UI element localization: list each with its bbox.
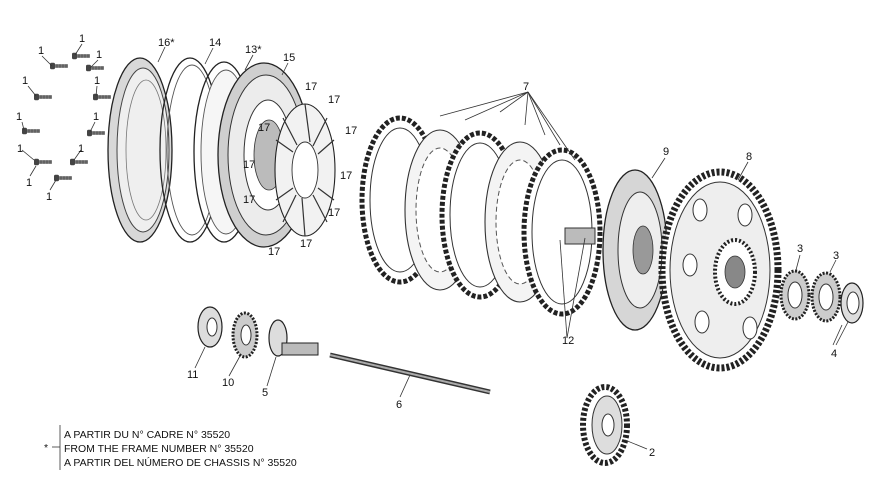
callout-1: 1 (17, 143, 23, 155)
spring-fingers (274, 103, 336, 237)
callout-12: 12 (562, 335, 574, 347)
callout-1: 1 (93, 111, 99, 123)
callout-1: 1 (16, 111, 22, 123)
callout-17: 17 (305, 81, 317, 93)
footnote-line-fr: A PARTIR DU N° CADRE N° 35520 (64, 429, 230, 441)
callout-14: 14 (209, 37, 221, 49)
leader-lines (21, 43, 849, 450)
callout-3: 3 (797, 243, 803, 255)
clutch-basket-gear (658, 168, 782, 372)
callout-11: 11 (187, 369, 198, 381)
callout-17: 17 (243, 159, 255, 171)
footnote-line-en: FROM THE FRAME NUMBER N° 35520 (64, 443, 254, 455)
callout-6: 6 (396, 399, 402, 411)
callout-17: 17 (328, 207, 340, 219)
callout-1: 1 (38, 45, 44, 57)
callout-9: 9 (663, 146, 669, 158)
callout-17: 17 (258, 122, 270, 134)
callout-17: 17 (268, 246, 280, 258)
callout-8: 8 (746, 151, 752, 163)
callout-1: 1 (96, 49, 102, 61)
callout-17: 17 (340, 170, 352, 182)
callout-13: 13* (245, 44, 262, 56)
callout-1: 1 (22, 75, 28, 87)
thrust-bearing-10 (231, 311, 259, 359)
callout-1: 1 (94, 75, 100, 87)
callout-5: 5 (262, 387, 268, 399)
callout-17: 17 (345, 125, 357, 137)
clutch-cover (107, 57, 173, 243)
callout-10: 10 (222, 377, 234, 389)
primary-gear (580, 384, 630, 466)
callout-17: 17 (243, 194, 255, 206)
callout-1: 1 (46, 191, 52, 203)
callout-4: 4 (831, 348, 837, 360)
footnote-marker: * (44, 442, 48, 454)
callout-15: 15 (283, 52, 295, 64)
clutch-hub (602, 169, 668, 331)
footnote: * A PARTIR DU N° CADRE N° 35520 FROM THE… (44, 425, 297, 470)
pushrod-piece-5 (268, 319, 319, 357)
pushrod-6 (329, 352, 491, 395)
callout-1: 1 (79, 33, 85, 45)
thrust-washer (840, 282, 864, 324)
callout-2: 2 (649, 447, 655, 459)
callout-labels: 1 1 1 1 1 1 1 1 1 1 1 16* 14 13* 15 17 1… (16, 33, 839, 459)
callout-7: 7 (523, 81, 529, 93)
footnote-line-es: A PARTIR DEL NÚMERO DE CHASSIS N° 35520 (64, 456, 297, 469)
washer-11 (197, 306, 223, 348)
callout-1: 1 (26, 177, 32, 189)
clutch-pack (359, 115, 603, 317)
needle-bearings (779, 269, 842, 323)
callout-17: 17 (328, 94, 340, 106)
callout-1: 1 (78, 143, 84, 155)
callout-16: 16* (158, 37, 175, 49)
callout-3: 3 (833, 250, 839, 262)
callout-17: 17 (300, 238, 312, 250)
